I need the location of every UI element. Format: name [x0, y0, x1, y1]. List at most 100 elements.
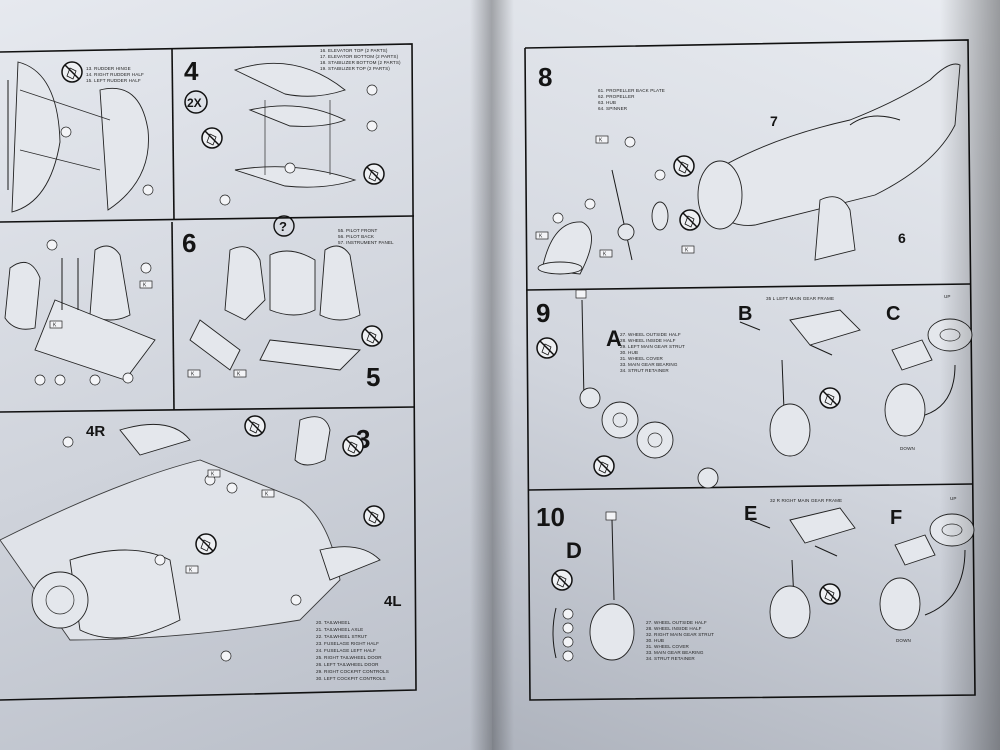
callout-6: 6 [898, 230, 906, 246]
no-glue-icon [244, 415, 266, 437]
no-glue-icon [361, 325, 383, 347]
flag-icon [233, 369, 247, 378]
no-glue-icon [551, 569, 573, 591]
step-8-panel: 8 61. PROPELLER BACK PLATE 62. PROPELLER… [535, 62, 961, 275]
flag-icon [535, 231, 549, 240]
step-4-legend-2: 18. STABILIZER BOTTOM (2 PARTS) [320, 60, 401, 65]
no-glue-icon [363, 505, 385, 527]
fuselage-legend-3: 23. FUSELAGE RIGHT HALF [316, 641, 379, 646]
step-10-legend-6: 34. STRUT RETAINER [646, 656, 695, 661]
step-10-frame-note: 32 R RIGHT MAIN GEAR FRAME [770, 498, 842, 503]
step-10-panel: 10 D E F 32 R RIGHT MAIN GEAR FRAME UP D… [536, 496, 975, 662]
label-4l: 4L [384, 593, 402, 610]
page-shadow [940, 0, 1000, 750]
step-6-panel: 6 ? 55. PILOT FRONT 56. PILOT BACK 57. I… [182, 215, 394, 392]
fuselage-legend-7: 29. RIGHT COCKPIT CONTROLS [316, 669, 389, 674]
step-9-legend-3: 30. HUB [620, 350, 638, 355]
step-9-sub-b: B [738, 303, 752, 325]
flag-icon [49, 320, 63, 329]
flag-icon [595, 135, 609, 144]
fuselage-panel: 4R 3 4L 20. TAILWHEEL 21. TAILWHEEL AXLE… [0, 415, 402, 681]
step-10-legend-4: 31. WHEEL COVER [646, 644, 690, 649]
step-10-sub-e: E [744, 503, 757, 525]
step-9-legend-6: 34. STRUT RETAINER [620, 368, 669, 373]
fuselage-legend-8: 30. LEFT COCKPIT CONTROLS [316, 676, 386, 681]
step-8-number: 8 [538, 62, 552, 92]
step-10-legend-1: 28. WHEEL INSIDE HALF [646, 626, 702, 631]
no-glue-icon [679, 209, 701, 231]
flag-icon [681, 245, 695, 254]
step-10-legend-2: 32. RIGHT MAIN GEAR STRUT [646, 632, 714, 637]
fuselage-legend-5: 25. RIGHT TAILWHEEL DOOR [316, 655, 382, 660]
flag-icon [261, 489, 275, 498]
step-8-legend-3: 64. SPINNER [598, 106, 628, 111]
rudder-legend-1: 14. RIGHT RUDDER HALF [86, 72, 144, 77]
step-9-legend-1: 28. WHEEL INSIDE HALF [620, 338, 676, 343]
fuselage-legend-6: 26. LEFT TAILWHEEL DOOR [316, 662, 379, 667]
step-8-legend-0: 61. PROPELLER BACK PLATE [598, 88, 665, 93]
no-glue-icon [819, 583, 841, 605]
flag-icon [139, 280, 153, 289]
step-4-panel: 4 2X 16. ELEVATOR TOP (2 PARTS) 17. ELEV… [184, 48, 401, 206]
rudder-panel: 13. RUDDER HINGE 14. RIGHT RUDDER HALF 1… [7, 61, 154, 213]
flag-icon [185, 565, 199, 574]
no-glue-icon [195, 533, 217, 555]
left-frame [0, 43, 417, 701]
fuselage-legend-1: 21. TAILWHEEL AXLE [316, 627, 363, 632]
step-6-legend-2: 57. INSTRUMENT PANEL [338, 240, 394, 245]
step-10-legend-3: 30. HUB [646, 638, 664, 643]
step-8-legend-2: 63. HUB [598, 100, 616, 105]
step-10-sub-d: D [566, 538, 582, 563]
no-glue-icon [536, 337, 558, 359]
step-9-panel: 9 A B C 35 L LEFT MAIN GEAR FRAME UP DOW… [536, 289, 973, 489]
step-6-legend-0: 55. PILOT FRONT [338, 228, 378, 233]
right-frame [524, 39, 976, 701]
flag-icon [207, 469, 221, 478]
no-glue-icon [201, 127, 223, 149]
question-mark: ? [279, 219, 287, 234]
flag-icon [187, 369, 201, 378]
flag-icon [599, 249, 613, 258]
step-10-up: UP [950, 496, 957, 501]
no-glue-icon [673, 155, 695, 177]
step-9-number: 9 [536, 298, 550, 328]
step-9-up: UP [944, 294, 951, 299]
step-9-legend-2: 29. LEFT MAIN GEAR STRUT [620, 344, 685, 349]
no-glue-icon [342, 435, 364, 457]
step-4-legend-1: 17. ELEVATOR BOTTOM (2 PARTS) [320, 54, 399, 59]
callout-7: 7 [770, 113, 778, 129]
no-glue-icon [819, 387, 841, 409]
rudder-legend-0: 13. RUDDER HINGE [86, 66, 131, 71]
step-10-number: 10 [536, 502, 565, 532]
book-gutter [470, 0, 514, 750]
step-8-legend-1: 62. PROPELLER [598, 94, 635, 99]
step-9-legend-5: 33. MAIN GEAR BEARING [620, 362, 678, 367]
step-10-down: DOWN [896, 638, 911, 643]
step-4-legend-3: 19. STABILIZER TOP (2 PARTS) [320, 66, 390, 71]
step-5-number: 5 [366, 362, 380, 392]
step-10-legend-5: 33. MAIN GEAR BEARING [646, 650, 704, 655]
no-glue-icon [593, 455, 615, 477]
step-5-panel [4, 239, 156, 386]
fuselage-legend-0: 20. TAILWHEEL [316, 620, 351, 625]
step-9-sub-c: C [886, 303, 900, 325]
step-4-number: 4 [184, 56, 199, 86]
step-9-sub-a: A [606, 326, 622, 351]
rudder-legend-2: 15. LEFT RUDDER HALF [86, 78, 141, 83]
step-9-frame-note: 35 L LEFT MAIN GEAR FRAME [766, 296, 834, 301]
step-4-multiplier: 2X [187, 96, 202, 110]
step-6-legend-1: 56. PILOT BACK [338, 234, 375, 239]
label-4r: 4R [86, 423, 105, 440]
step-4-legend-0: 16. ELEVATOR TOP (2 PARTS) [320, 48, 388, 53]
step-9-legend-4: 31. WHEEL COVER [620, 356, 664, 361]
step-6-number: 6 [182, 228, 196, 258]
fuselage-legend-2: 22. TAILWHEEL STRUT [316, 634, 367, 639]
step-10-legend-0: 27. WHEEL OUTSIDE HALF [646, 620, 707, 625]
step-9-down: DOWN [900, 446, 915, 451]
step-10-sub-f: F [890, 507, 902, 529]
fuselage-legend-4: 24. FUSELAGE LEFT HALF [316, 648, 376, 653]
no-glue-icon [61, 61, 83, 83]
no-glue-icon [363, 163, 385, 185]
